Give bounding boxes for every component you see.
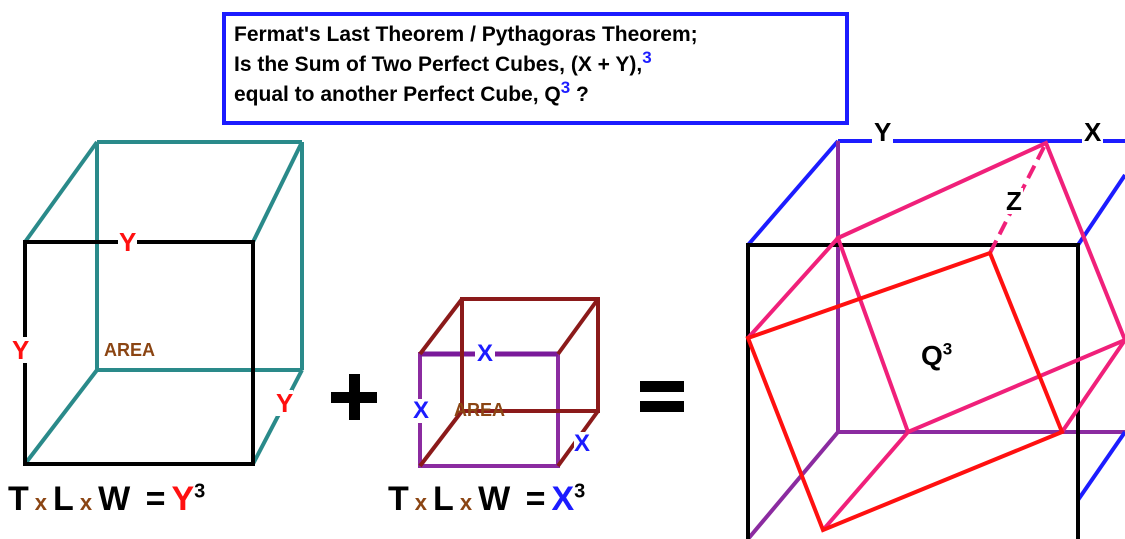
title-line-3: equal to another Perfect Cube, Q3 ? — [234, 78, 837, 110]
title-line-2-superscript: 3 — [642, 48, 652, 67]
middle-formula-equals: = — [525, 480, 546, 518]
title-line-1: Fermat's Last Theorem / Pythagoras Theor… — [234, 23, 698, 46]
middle-formula-variable: X — [551, 480, 575, 518]
right-cube-depth-br-blue — [1076, 430, 1125, 502]
middle-cube-left-edge-label: X — [413, 397, 430, 424]
left-formula-times-1: x — [34, 490, 48, 515]
right-cube-red-square — [745, 250, 1065, 533]
left-cube-depth-tr — [251, 141, 304, 243]
middle-formula-t: T — [388, 480, 409, 518]
title-line-3-text: equal to another Perfect Cube, Q — [234, 83, 561, 106]
middle-formula-exponent: 3 — [574, 480, 586, 503]
middle-cube-depth-tl — [418, 297, 464, 356]
left-cube-depth-edge-label: Y — [276, 388, 294, 418]
equals-sign — [640, 381, 684, 412]
right-cube-depth-tl — [746, 139, 840, 247]
left-cube-depth-br — [251, 369, 304, 465]
middle-cube-back-face — [460, 297, 600, 413]
middle-formula-times-1: x — [414, 490, 428, 515]
right-cube-pink-edge-1 — [746, 236, 840, 340]
left-formula-variable: Y — [171, 480, 195, 518]
middle-formula-times-2: x — [459, 490, 473, 515]
left-formula-exponent: 3 — [194, 480, 206, 503]
middle-cube-depth-bl — [418, 409, 464, 468]
right-cube-depth-tr — [1076, 173, 1125, 247]
right-cube-volume-exponent: 3 — [942, 339, 953, 359]
middle-cube-area-label: AREA — [454, 400, 506, 420]
right-cube-pink-back-square — [835, 140, 1125, 435]
right-cube-pink-edge-4 — [821, 430, 910, 532]
left-cube-left-edge-label: Y — [12, 335, 30, 365]
right-cube-z-label: Z — [1005, 186, 1023, 216]
title-line-2-text: Is the Sum of Two Perfect Cubes, (X + Y)… — [234, 53, 643, 76]
right-cube-x-label: X — [1082, 117, 1104, 147]
right-cube-y-label: Y — [872, 117, 894, 147]
middle-cube-depth-tr — [556, 297, 600, 356]
title-box: Fermat's Last Theorem / Pythagoras Theor… — [222, 12, 849, 125]
right-cube-depth-bl-purple — [746, 430, 840, 539]
middle-cube-top-edge-label: X — [475, 340, 496, 367]
left-formula-equals: = — [145, 480, 166, 518]
left-formula-w: W — [98, 480, 131, 518]
right-cube — [745, 139, 1125, 539]
left-cube-area-label: AREA — [104, 340, 156, 360]
title-line-3-superscript: 3 — [560, 78, 571, 97]
title-line-2: Is the Sum of Two Perfect Cubes, (X + Y)… — [234, 48, 837, 80]
left-formula-t: T — [8, 480, 29, 518]
middle-cube-depth-edge-label: X — [574, 430, 591, 457]
middle-cube — [418, 297, 600, 468]
left-formula-times-2: x — [79, 490, 93, 515]
middle-formula-w: W — [478, 480, 511, 518]
left-cube — [23, 140, 304, 466]
left-formula-l: L — [53, 480, 74, 518]
right-cube-volume-label: Q3 — [921, 339, 953, 371]
left-cube-depth-tl — [23, 140, 99, 244]
left-cube-top-edge-label: Y — [118, 227, 138, 257]
right-cube-pink-edge-3 — [1060, 338, 1125, 434]
right-cube-volume-letter: Q — [921, 340, 943, 371]
left-cube-depth-bl — [23, 368, 99, 466]
middle-formula-l: L — [433, 480, 454, 518]
right-cube-front-face — [746, 243, 1080, 539]
title-line-3-tail: ? — [570, 83, 589, 106]
plus-sign — [331, 374, 377, 420]
